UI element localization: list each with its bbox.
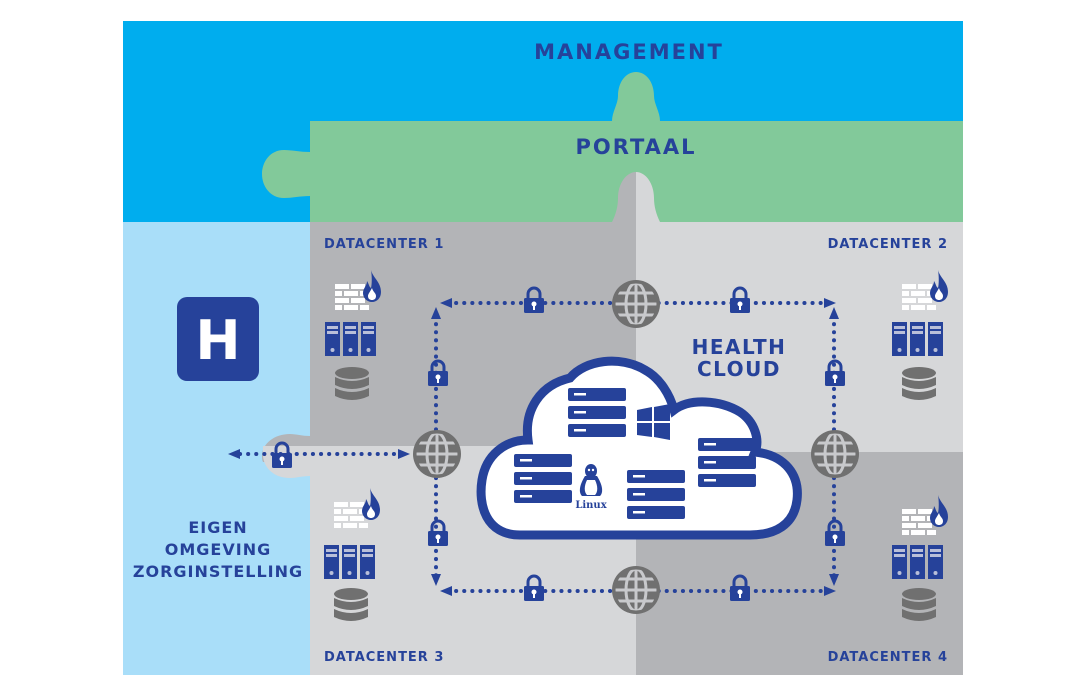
datacenter-4-label: DATACENTER 4 bbox=[828, 650, 948, 665]
server-rack-icon bbox=[698, 438, 756, 487]
arrow-bottom-right bbox=[824, 586, 836, 596]
portaal-layer bbox=[262, 72, 963, 222]
arrow-up-left bbox=[431, 307, 441, 319]
datacenter-3-label: DATACENTER 3 bbox=[324, 650, 444, 665]
eigen-line-3: ZORGINSTELLING bbox=[133, 562, 303, 581]
linux-tux-icon: Linux bbox=[575, 464, 608, 511]
globe-icon bbox=[610, 564, 662, 616]
management-label: MANAGEMENT bbox=[534, 40, 724, 64]
globe-icon bbox=[411, 428, 463, 480]
globe-icon bbox=[610, 278, 662, 330]
health-cloud-label-1: HEALTH bbox=[692, 335, 787, 359]
arrow-top-right bbox=[824, 298, 836, 308]
portaal-label: PORTAAL bbox=[575, 135, 696, 159]
eigen-line-2: OMGEVING bbox=[165, 540, 271, 559]
database-icon bbox=[334, 588, 368, 621]
arrow-bottom-left bbox=[440, 586, 452, 596]
globe-icon bbox=[809, 428, 861, 480]
hospital-h-letter: H bbox=[195, 309, 240, 372]
hospital-h-icon: H bbox=[177, 297, 259, 381]
database-icon bbox=[902, 367, 936, 400]
health-cloud-label-2: CLOUD bbox=[697, 357, 781, 381]
linux-label: Linux bbox=[575, 500, 607, 511]
datacenter-1-tab bbox=[612, 172, 636, 222]
windows-logo-icon bbox=[637, 404, 670, 440]
datacenter-2-label: DATACENTER 2 bbox=[828, 237, 948, 252]
arrowheads bbox=[228, 298, 839, 596]
database-icon bbox=[902, 588, 936, 621]
arrow-top-left bbox=[440, 298, 452, 308]
server-tower-icon bbox=[324, 545, 375, 579]
server-rack-icon bbox=[514, 454, 572, 503]
eigen-line-1: EIGEN bbox=[188, 518, 247, 537]
server-tower-icon bbox=[325, 322, 376, 356]
server-rack-icon bbox=[568, 388, 626, 437]
eigen-omgeving-label: EIGEN OMGEVING ZORGINSTELLING bbox=[133, 518, 303, 581]
server-tower-icon bbox=[892, 322, 943, 356]
arrow-external-left bbox=[228, 449, 240, 459]
datacenter-2-tab bbox=[636, 172, 660, 222]
datacenter-1-label: DATACENTER 1 bbox=[324, 237, 444, 252]
arrow-down-left bbox=[431, 574, 441, 586]
database-icon bbox=[335, 367, 369, 400]
arrow-up-right bbox=[829, 307, 839, 319]
server-tower-icon bbox=[892, 545, 943, 579]
arrow-external-right bbox=[398, 449, 410, 459]
arrow-down-right bbox=[829, 574, 839, 586]
server-rack-icon bbox=[627, 470, 685, 519]
